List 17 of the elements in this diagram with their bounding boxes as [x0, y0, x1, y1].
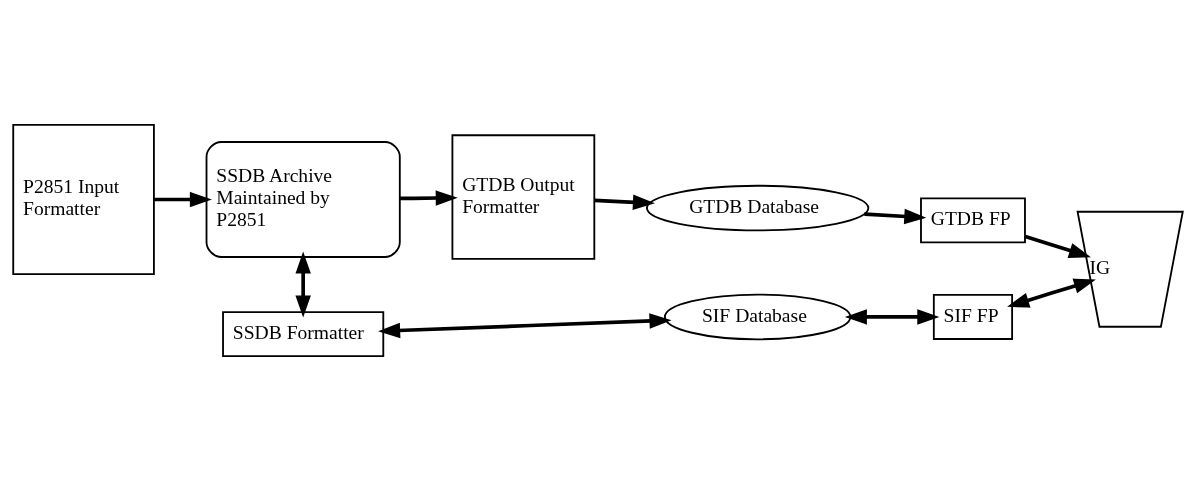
node-box: GTDB Output Formatter — [451, 134, 596, 260]
node-box: GTDB FP — [920, 197, 1026, 244]
arrow — [1007, 278, 1096, 308]
node-box: SSDB Formatter — [222, 311, 385, 358]
arrow — [1024, 234, 1091, 258]
node-box: SIF FP — [932, 294, 1014, 340]
node-ellipse: SIF Database — [663, 293, 852, 341]
arrow — [154, 191, 212, 208]
arrow — [864, 208, 927, 225]
arrow — [844, 309, 940, 325]
arrow — [399, 190, 458, 206]
arrow — [378, 313, 672, 339]
node-ellipse: GTDB Database — [646, 184, 870, 232]
arrow — [295, 251, 311, 318]
arrow — [594, 194, 655, 210]
node-box: P2851 Input Formatter — [12, 123, 155, 276]
node-box: SSDB Archive Maintained by P2851 — [205, 141, 401, 258]
